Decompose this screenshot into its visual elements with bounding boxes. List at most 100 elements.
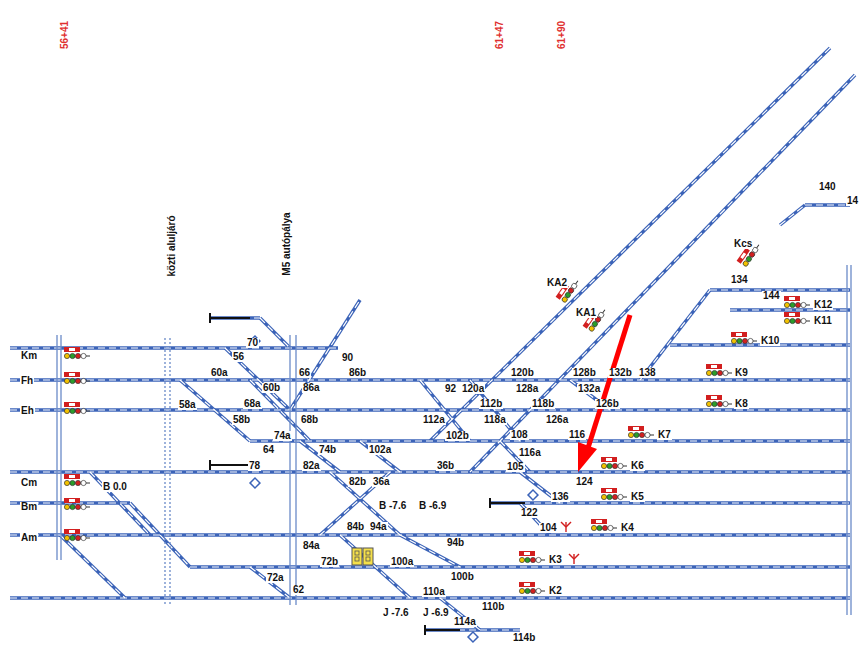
signal-lamp xyxy=(70,353,75,358)
track-label: 58a xyxy=(178,400,197,410)
track-label: K12 xyxy=(813,300,833,310)
track-label: 60a xyxy=(210,368,229,378)
buffer-group xyxy=(210,313,525,635)
yellow-box-inner xyxy=(355,551,359,555)
track-label: 92 xyxy=(444,384,457,394)
signal-plate-stripe xyxy=(736,333,742,336)
signal-plate xyxy=(519,582,535,587)
signal-lamp xyxy=(64,378,69,383)
signal-post xyxy=(541,560,545,561)
signal-lamp xyxy=(602,525,607,530)
track-label: KA2 xyxy=(546,278,568,288)
yellow-box-inner xyxy=(366,557,370,561)
signal-lamp xyxy=(618,463,623,468)
track-label: 90 xyxy=(341,353,354,363)
track-label: 126a xyxy=(545,415,569,425)
track-label: 116 xyxy=(568,430,586,440)
signal-symbol xyxy=(64,498,90,510)
signal-post xyxy=(806,321,810,322)
track-label: 14 xyxy=(846,196,859,206)
signal-symbol xyxy=(601,457,627,469)
track-label: 64 xyxy=(262,445,275,455)
signal-lamp xyxy=(75,535,80,540)
track-label: 94b xyxy=(446,538,465,548)
signal-lamp xyxy=(731,338,736,343)
signal-lamp xyxy=(618,494,623,499)
track-dash xyxy=(130,503,190,567)
signal-lamp xyxy=(607,494,612,499)
signal-plate xyxy=(628,426,644,431)
track-dash xyxy=(250,440,850,441)
track-label: 140 xyxy=(818,182,837,192)
signal-lamp xyxy=(639,432,644,437)
signal-lamp xyxy=(742,338,747,343)
track-label: 74a xyxy=(273,431,292,441)
signal-lamp xyxy=(536,557,541,562)
track-label: K7 xyxy=(657,430,672,440)
track-label: 58b xyxy=(232,415,251,425)
signal-lamp xyxy=(795,302,800,307)
signal-lamp xyxy=(525,557,530,562)
signal-lamp xyxy=(75,504,80,509)
signal-plate xyxy=(731,332,747,337)
track-rail xyxy=(290,300,360,410)
signal-lamp xyxy=(723,401,728,406)
signal-lamp xyxy=(706,401,711,406)
track-label: 138 xyxy=(638,368,657,378)
signal-post xyxy=(757,245,759,248)
signal-lamp xyxy=(75,378,80,383)
signal-lamp xyxy=(525,588,530,593)
signal-lamp xyxy=(801,302,806,307)
track-rail xyxy=(10,408,850,412)
track-label: Fh xyxy=(20,376,34,386)
signal-lamp xyxy=(784,302,789,307)
track-label: 102b xyxy=(445,431,470,441)
track-label: 56 xyxy=(232,352,245,362)
signal-plate xyxy=(64,402,80,407)
signal-plate-stripe xyxy=(69,530,75,533)
signal-symbol xyxy=(591,519,617,531)
track-label: K11 xyxy=(813,316,833,326)
signal-plate xyxy=(64,529,80,534)
signal-lamp xyxy=(645,432,650,437)
track-label: 144 xyxy=(762,291,781,301)
signal-lamp xyxy=(81,504,86,509)
signal-symbol xyxy=(64,529,90,541)
signal-lamp xyxy=(75,480,80,485)
track-dash xyxy=(805,204,850,205)
buffer-stop xyxy=(210,464,250,466)
track-label: 86b xyxy=(348,368,367,378)
track-label: Bm xyxy=(20,502,38,512)
signal-symbol xyxy=(64,474,90,486)
track-label: 112b xyxy=(479,399,503,409)
track-rail xyxy=(490,501,850,505)
track-label: 122 xyxy=(520,508,539,518)
track-label: 114a xyxy=(453,617,477,627)
track-label: 68a xyxy=(243,399,262,409)
derail-symbol xyxy=(574,554,579,559)
track-dash xyxy=(290,300,360,410)
track-label: K5 xyxy=(630,492,645,502)
signal-post xyxy=(576,281,578,284)
track-label: 112a xyxy=(422,415,446,425)
track-dash xyxy=(210,317,260,318)
track-dash xyxy=(780,205,805,225)
signal-plate xyxy=(706,395,722,400)
signal-plate-stripe xyxy=(524,552,530,555)
signal-post xyxy=(86,538,90,539)
signal-plate xyxy=(784,296,800,301)
track-label: 136 xyxy=(551,492,570,502)
signal-plate-stripe xyxy=(586,317,592,324)
track-label: K10 xyxy=(760,336,780,346)
signal-bar xyxy=(60,335,61,560)
track-rail xyxy=(300,441,340,472)
yellow-box-inner xyxy=(355,557,359,561)
signal-plate xyxy=(784,312,800,317)
underpass-line xyxy=(164,338,165,605)
track-rail xyxy=(10,533,850,537)
track-label: K6 xyxy=(630,461,645,471)
signal-post xyxy=(728,373,732,374)
signal-lamp xyxy=(801,318,806,323)
track-label: 132b xyxy=(608,368,633,378)
derail-group xyxy=(561,522,579,564)
